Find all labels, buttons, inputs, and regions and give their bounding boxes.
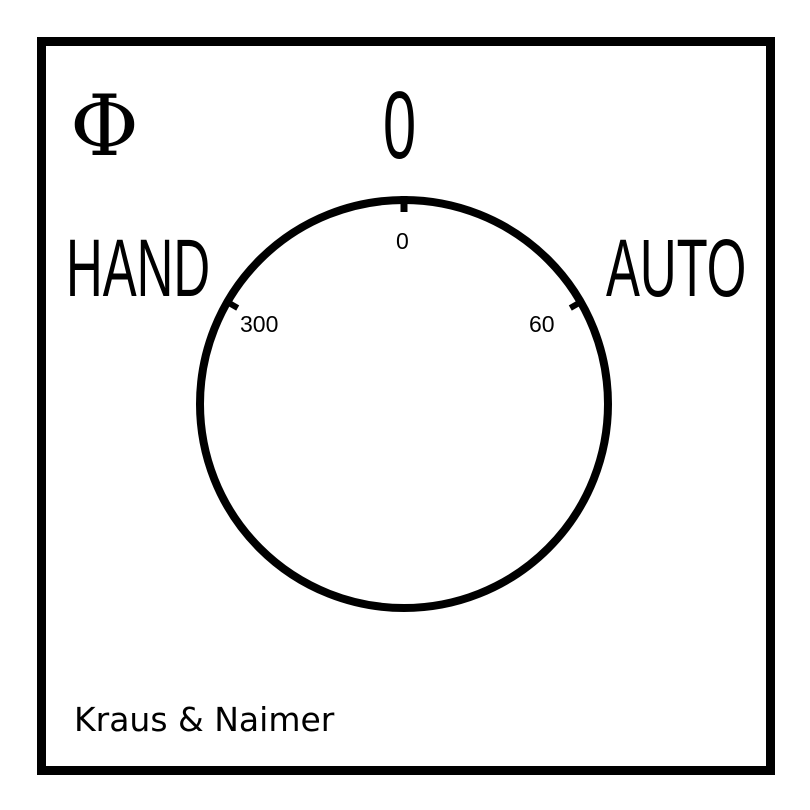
dial-ring xyxy=(196,196,612,612)
switch-legend-plate xyxy=(37,37,775,775)
brand-label: Kraus & Naimer xyxy=(74,700,335,739)
phi-symbol: Φ xyxy=(70,77,139,175)
position-off-label: 0 xyxy=(383,72,417,179)
tick-label-60: 60 xyxy=(529,311,555,337)
position-auto-label: AUTO xyxy=(606,223,747,314)
tick-60 xyxy=(568,299,583,311)
tick-label-0: 0 xyxy=(396,228,409,254)
position-hand-label: HAND xyxy=(66,223,211,314)
tick-300 xyxy=(225,299,240,311)
tick-label-300: 300 xyxy=(240,311,279,337)
